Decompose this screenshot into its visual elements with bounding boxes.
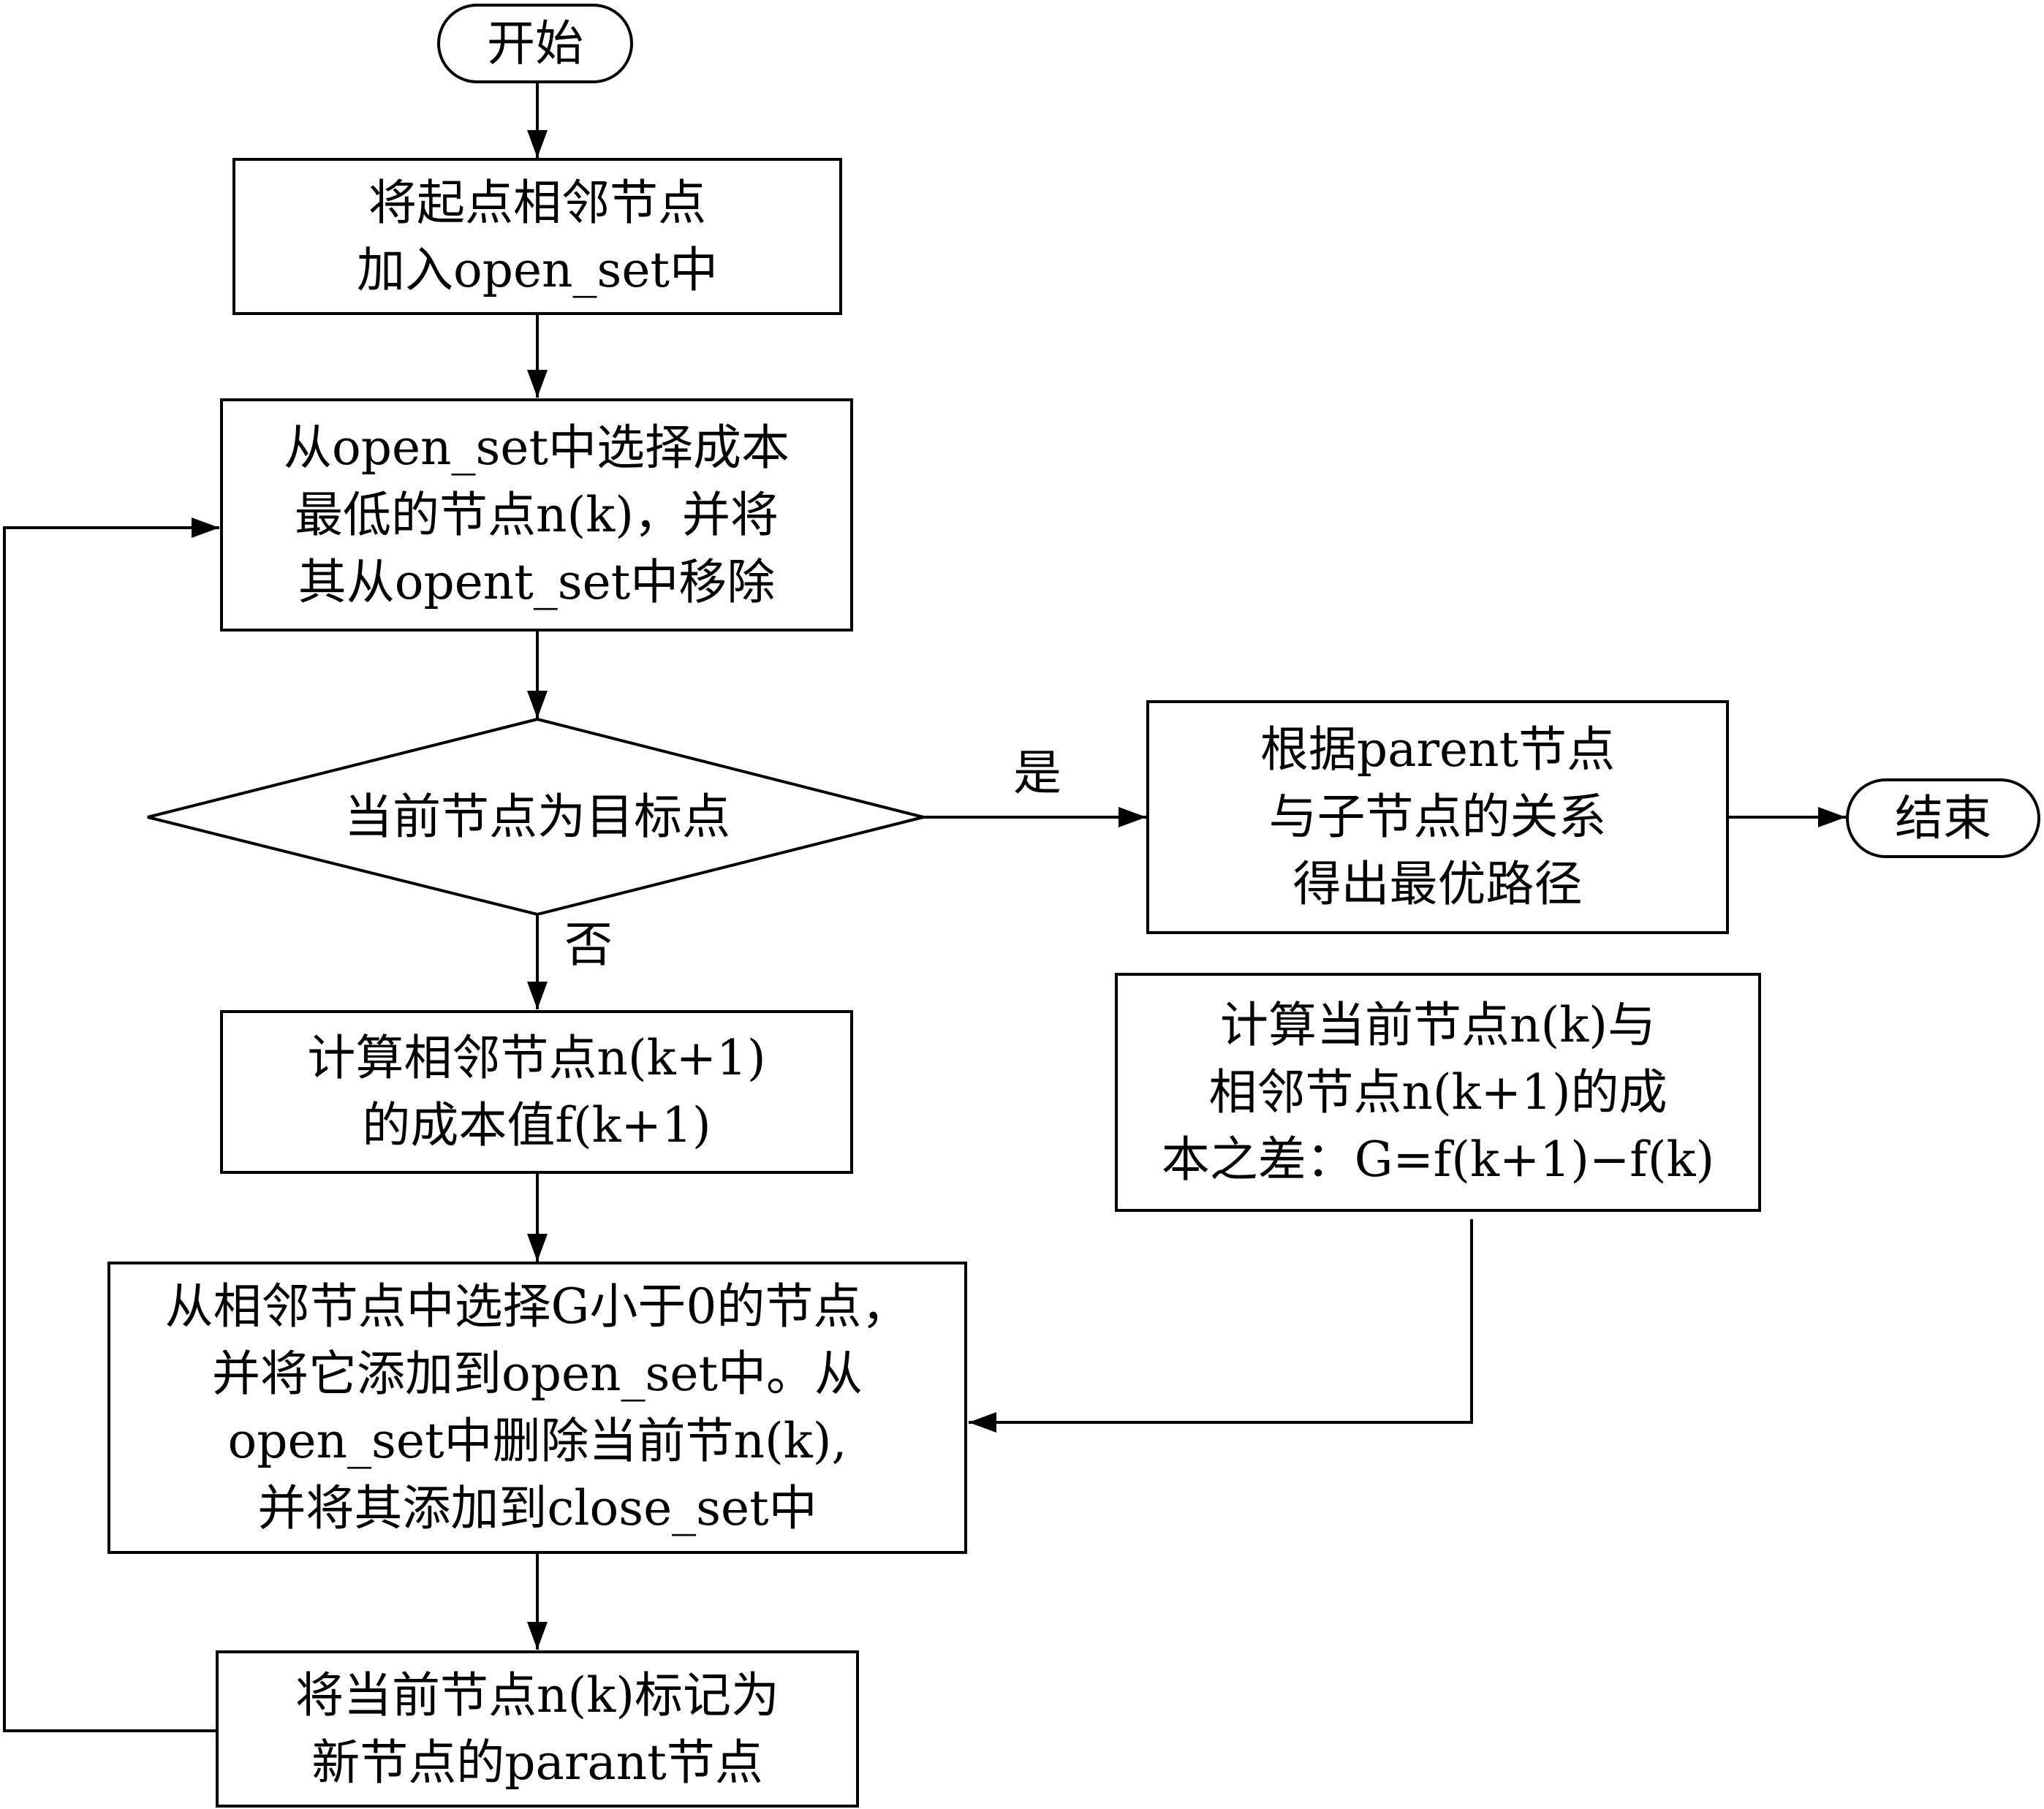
edge-label-yes: 是	[1013, 745, 1061, 801]
goal-decision-label: 当前节点为目标点	[257, 782, 817, 852]
select-negative-line-3: open_set中删除当前节n(k),	[227, 1413, 847, 1469]
cost-difference-line-2: 相邻节点n(k+1)的成	[1208, 1063, 1668, 1120]
edge-loop-back	[3, 517, 219, 1732]
compute-cost-line-2: 的成本值f(k+1)	[362, 1097, 711, 1153]
select-negative-line-4: 并将其添加到close_set中	[257, 1480, 817, 1536]
trace-path-box: 根据parent节点 与子节点的关系 得出最优路径	[1146, 700, 1729, 934]
select-negative-box: 从相邻节点中选择G小于0的节点， 并将它添加到open_set中。从 open_…	[107, 1262, 967, 1554]
trace-path-line-3: 得出最优路径	[1292, 856, 1583, 912]
edge-costdiff-to-selectneg	[969, 1219, 1473, 1433]
select-negative-line-1: 从相邻节点中选择G小于0的节点，	[164, 1278, 910, 1335]
cost-difference-line-1: 计算当前节点n(k)与	[1220, 996, 1656, 1053]
mark-parent-line-1: 将当前节点n(k)标记为	[295, 1666, 779, 1723]
cost-difference-line-3: 本之差：G=f(k+1)−f(k)	[1161, 1131, 1715, 1188]
start-terminal: 开始	[437, 4, 633, 83]
trace-path-line-1: 根据parent节点	[1260, 721, 1616, 778]
end-label: 结束	[1895, 789, 1991, 846]
select-min-line-3: 其从opent_set中移除	[298, 553, 776, 610]
select-negative-line-2: 并将它添加到open_set中。从	[211, 1346, 863, 1402]
add-neighbors-box: 将起点相邻节点 加入open_set中	[232, 158, 842, 315]
compute-cost-line-1: 计算相邻节点n(k+1)	[307, 1030, 766, 1086]
mark-parent-line-2: 新节点的parant节点	[311, 1734, 763, 1791]
cost-difference-box: 计算当前节点n(k)与 相邻节点n(k+1)的成 本之差：G=f(k+1)−f(…	[1115, 973, 1761, 1212]
trace-path-line-2: 与子节点的关系	[1268, 789, 1607, 845]
compute-cost-box: 计算相邻节点n(k+1) 的成本值f(k+1)	[220, 1010, 853, 1174]
add-neighbors-line-2: 加入open_set中	[356, 241, 718, 298]
select-min-line-2: 最低的节点n(k)，并将	[295, 486, 779, 543]
mark-parent-box: 将当前节点n(k)标记为 新节点的parant节点	[216, 1650, 859, 1808]
select-min-line-1: 从open_set中选择成本	[283, 419, 790, 476]
add-neighbors-line-1: 将起点相邻节点	[368, 174, 706, 231]
decision-diamond	[147, 717, 924, 917]
goal-decision-text: 当前节点为目标点	[344, 789, 730, 845]
edge-label-no: 否	[564, 917, 613, 973]
start-label: 开始	[487, 15, 583, 72]
select-min-box: 从open_set中选择成本 最低的节点n(k)，并将 其从opent_set中…	[220, 398, 853, 632]
end-terminal: 结束	[1846, 778, 2040, 858]
